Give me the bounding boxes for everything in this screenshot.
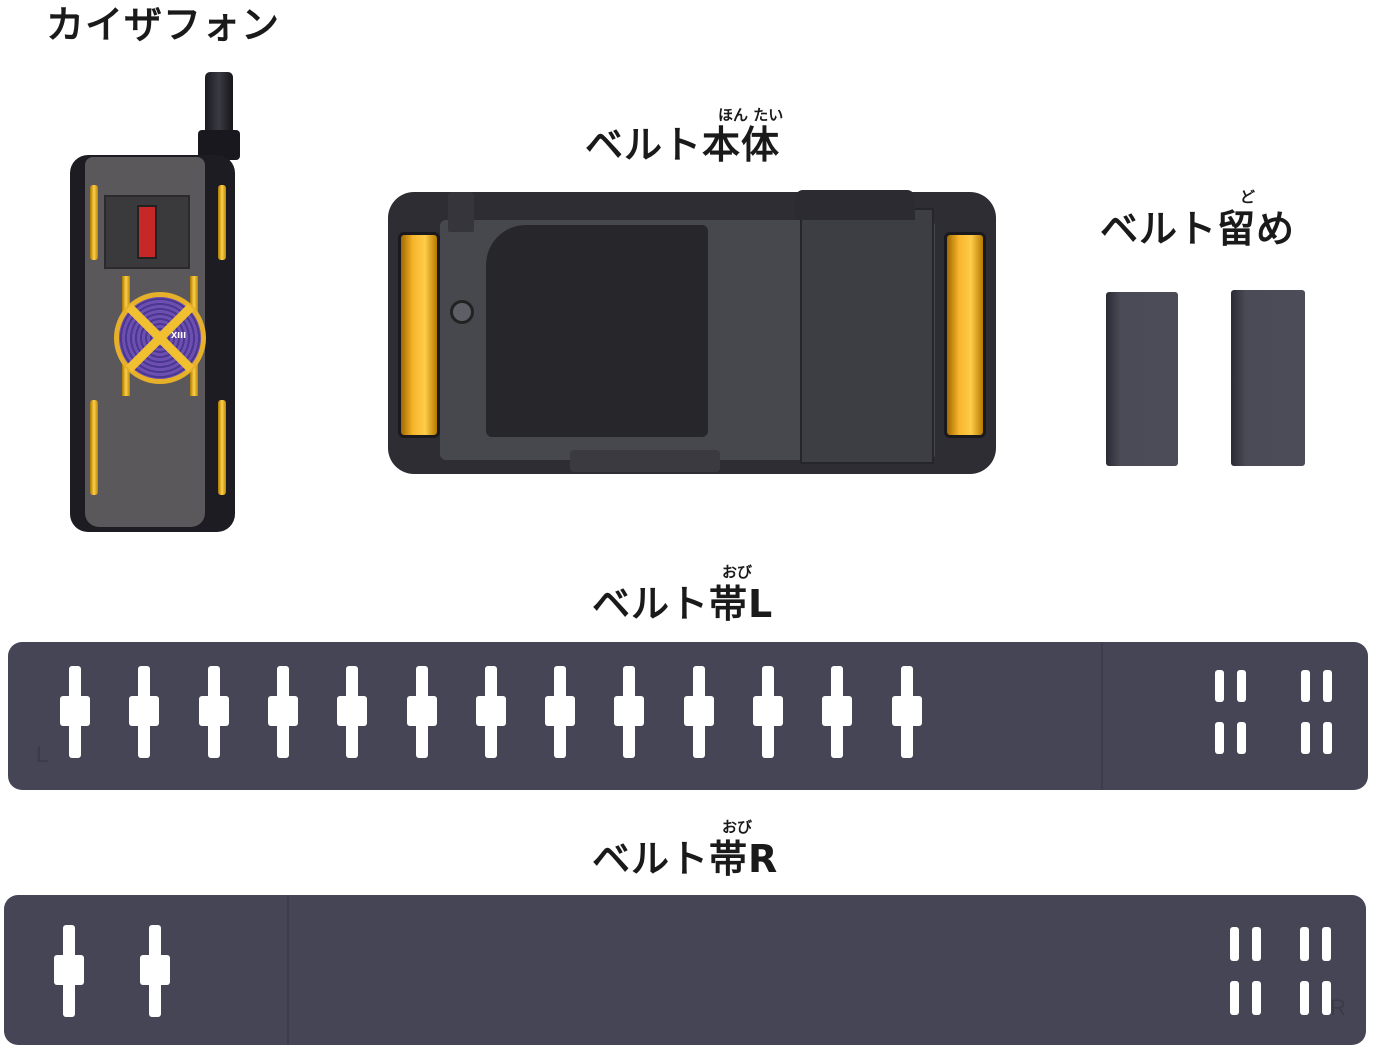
clips-label: ベルト留め xyxy=(1100,207,1296,251)
strap-r-label: ベルト帯R xyxy=(592,837,779,881)
strap-cross-slot xyxy=(267,666,298,758)
buckle-button xyxy=(450,300,474,324)
buckle-label: ベルト本体 xyxy=(585,123,781,167)
strap-cross-slot xyxy=(614,666,645,758)
strap-cross-slot xyxy=(140,925,170,1017)
belt-strap-r: R xyxy=(4,895,1366,1045)
strap-h-slot xyxy=(1300,927,1334,1015)
strap-cross-slot xyxy=(753,666,783,758)
strap-h-slot xyxy=(1215,670,1249,756)
strap-fold-line xyxy=(1101,642,1103,790)
strap-l-ruby: おび xyxy=(722,563,753,581)
phone-gold-trim xyxy=(90,400,98,495)
phone-slot xyxy=(486,225,708,437)
strap-cross-slot xyxy=(406,666,437,758)
strap-cross-slot xyxy=(475,666,506,758)
emblem-text: XIII xyxy=(171,331,187,340)
phone-gold-trim xyxy=(218,400,226,495)
strap-cross-slot xyxy=(60,666,90,758)
strap-fold-line xyxy=(287,895,289,1045)
strap-h-slot xyxy=(1301,670,1335,756)
strap-l-letter: L xyxy=(36,742,49,767)
strap-h-slot xyxy=(1230,927,1264,1015)
buckle-latch xyxy=(448,192,474,232)
belt-strap-l: L xyxy=(8,642,1368,790)
strap-r-letter: R xyxy=(1330,995,1346,1020)
phone-red-panel xyxy=(137,205,157,259)
strap-l-label: ベルト帯L xyxy=(592,582,774,626)
strap-cross-slot xyxy=(129,666,160,758)
strap-cross-slot xyxy=(337,666,368,758)
strap-r-ruby: おび xyxy=(722,818,753,836)
phone-label: カイザフォン xyxy=(46,3,281,47)
strap-cross-slot xyxy=(822,666,853,758)
strap-cross-slot xyxy=(891,666,922,758)
belt-clip xyxy=(1231,290,1305,466)
strap-cross-slot xyxy=(54,925,84,1017)
strap-cross-slot xyxy=(683,666,714,758)
clips-ruby: ど xyxy=(1240,188,1256,206)
x-emblem-icon: XIII xyxy=(114,292,206,384)
buckle-top-bump xyxy=(795,190,915,220)
buckle-gold-side-right xyxy=(944,232,986,438)
belt-clip xyxy=(1106,292,1178,466)
buckle-bottom-tab xyxy=(570,450,720,472)
phone-gold-trim xyxy=(90,185,98,260)
buckle-right-block xyxy=(800,208,934,464)
buckle-gold-side-left xyxy=(398,232,440,438)
strap-cross-slot xyxy=(198,666,229,758)
strap-cross-slot xyxy=(545,666,576,758)
buckle-ruby: ほん たい xyxy=(718,106,784,124)
phone-gold-trim xyxy=(218,185,226,260)
